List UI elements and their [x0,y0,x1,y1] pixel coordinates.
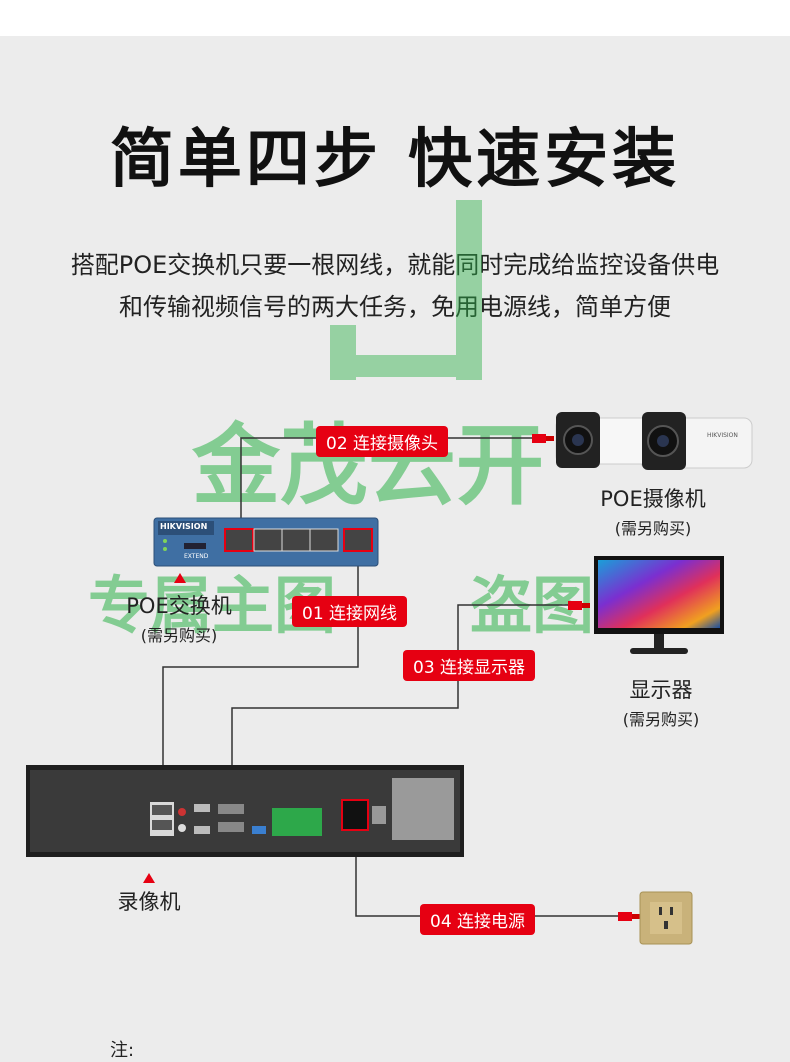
connector-monitor-icon [568,601,590,610]
step-4-label: 04 连接电源 [420,904,536,935]
switch-marker-icon [174,573,186,583]
description-line-2: 和传输视频信号的两大任务，免用电源线，简单方便 [119,293,671,321]
monitor-note: (需另购买) [622,710,700,729]
switch-panel-label: EXTEND [184,553,209,560]
footnote-label: 注: [110,1040,135,1061]
wall-outlet-icon [639,891,693,945]
nvr-recorder-icon [26,765,464,857]
nvr-label: 录像机 [84,886,214,916]
description-line-1: 搭配POE交换机只要一根网线，就能同时完成给监控设备供电 [70,251,720,279]
connector-camera-icon [532,434,554,443]
camera-label: POE摄像机 (需另购买) [578,483,728,539]
monitor-label: 显示器 (需另购买) [586,674,736,730]
camera-name: POE摄像机 [600,487,706,511]
connector-outlet-icon [618,912,640,921]
poe-switch-icon [153,517,379,567]
switch-name: POE交换机 [126,594,232,618]
top-bar [0,0,790,36]
watermark-logo-icon [330,200,482,380]
nvr-marker-icon [143,873,155,883]
monitor-name: 显示器 [629,678,693,702]
switch-label: POE交换机 (需另购买) [104,590,254,646]
camera-note: (需另购买) [614,519,692,538]
monitor-icon [594,556,724,654]
switch-note: (需另购买) [140,626,218,645]
switch-brand: HIKVISION [160,522,208,531]
step-2-label: 02 连接摄像头 [316,426,449,457]
nvr-name: 录像机 [117,890,181,914]
step-3-label: 03 连接显示器 [403,650,536,681]
step-1-label: 01 连接网线 [292,596,408,627]
camera-brand: HIKVISION [707,432,738,439]
poe-camera-icon [555,412,753,470]
page-title: 简单四步 快速安装 [109,123,681,197]
